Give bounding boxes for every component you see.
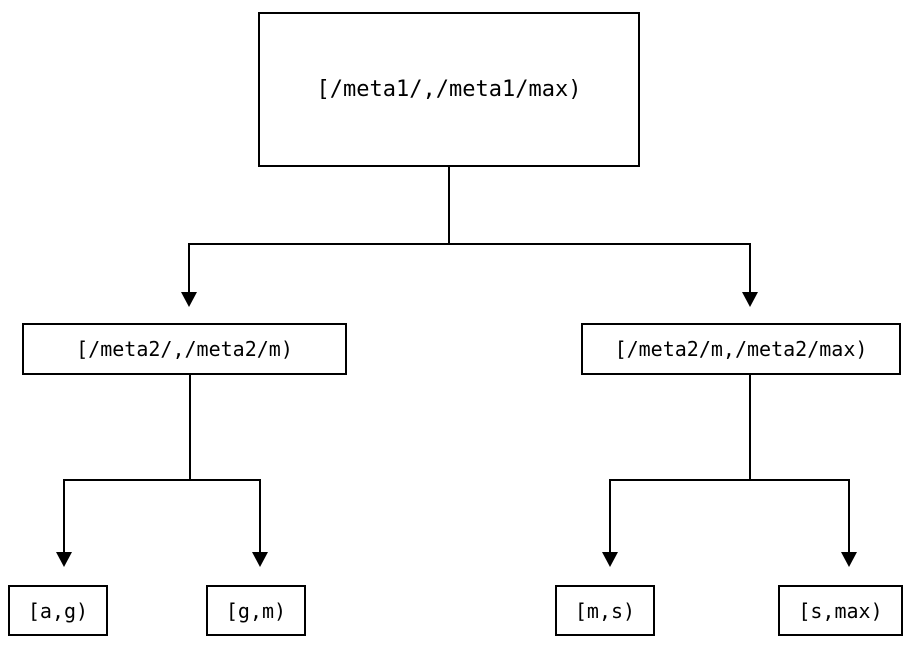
tree-node-leaf-gm-label: [g,m) [225,598,287,623]
tree-node-leaf-smax-label: [s,max) [798,598,883,623]
tree-node-leaf-ms[interactable]: [m,s) [555,585,655,636]
tree-node-leaf-ms-label: [m,s) [574,598,636,623]
edge-mid-left-to-leaf-gm [189,375,268,567]
arrowhead-icon [56,552,72,567]
arrowhead-icon [602,552,618,567]
edge-mid-left-to-leaf-ag [56,375,191,567]
edge-root-to-mid-left [181,167,450,307]
arrowhead-icon [181,292,197,307]
tree-node-mid-right-label: [/meta2/m,/meta2/max) [614,337,868,361]
tree-node-leaf-ag[interactable]: [a,g) [8,585,108,636]
arrowhead-icon [252,552,268,567]
tree-node-root-label: [/meta1/,/meta1/max) [316,76,582,102]
edge-mid-right-to-leaf-ms [602,375,751,567]
tree-node-mid-left[interactable]: [/meta2/,/meta2/m) [22,323,347,375]
arrowhead-icon [742,292,758,307]
tree-node-root[interactable]: [/meta1/,/meta1/max) [258,12,640,167]
edge-root-to-mid-right [448,167,758,307]
edge-mid-right-to-leaf-smax [749,375,857,567]
arrowhead-icon [841,552,857,567]
tree-node-leaf-gm[interactable]: [g,m) [206,585,306,636]
tree-node-mid-left-label: [/meta2/,/meta2/m) [76,337,293,361]
tree-node-leaf-ag-label: [a,g) [27,598,89,623]
tree-node-mid-right[interactable]: [/meta2/m,/meta2/max) [581,323,901,375]
tree-node-leaf-smax[interactable]: [s,max) [778,585,903,636]
